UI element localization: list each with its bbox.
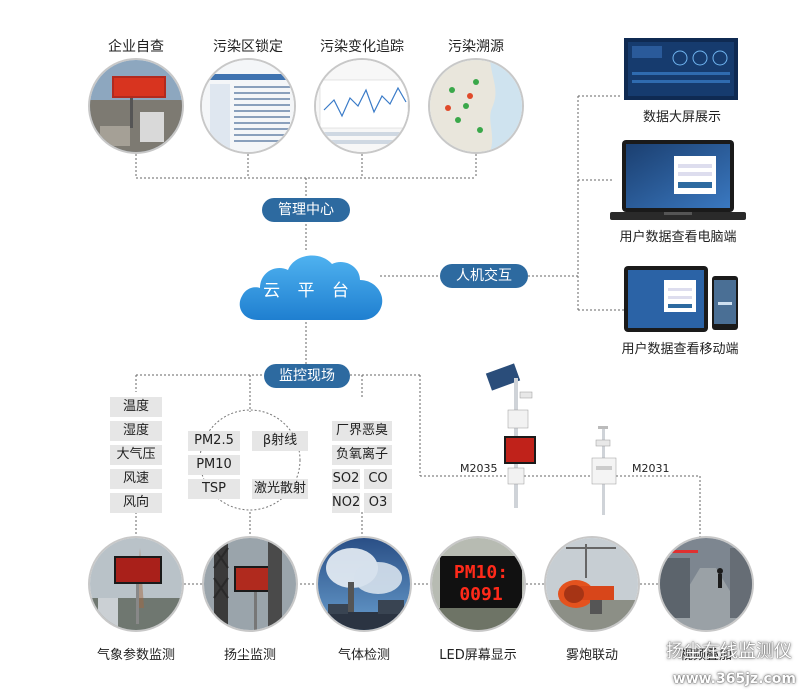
big-screen-icon bbox=[624, 38, 738, 100]
led-display-photo: PM10: 0091 bbox=[430, 536, 526, 632]
cloud-platform-label: 云 平 台 bbox=[263, 281, 355, 301]
param-negative-ion: 负氧离子 bbox=[332, 445, 392, 465]
mobile-label: 用户数据查看移动端 bbox=[621, 342, 739, 357]
led-line-1: PM10: bbox=[454, 562, 508, 583]
param-pm10: PM10 bbox=[188, 455, 240, 475]
model-m2035-label: M2035 bbox=[460, 462, 498, 475]
top-label-zone-lock: 污染区锁定 bbox=[213, 39, 283, 55]
param-no2: NO2 bbox=[332, 493, 360, 513]
bottom-label-fog-cannon: 雾炮联动 bbox=[565, 648, 618, 663]
fog-cannon-photo bbox=[544, 536, 640, 632]
model-m2031-label: M2031 bbox=[632, 462, 670, 475]
param-wind-speed: 风速 bbox=[110, 469, 162, 489]
param-co: CO bbox=[364, 469, 392, 489]
laptop-label: 用户数据查看电脑端 bbox=[619, 230, 737, 245]
bottom-label-weather: 气象参数监测 bbox=[96, 648, 175, 663]
monitoring-site-badge: 监控现场 bbox=[264, 364, 350, 388]
top-label-self-check: 企业自查 bbox=[108, 39, 164, 55]
watermark-text: 扬尘在线监测仪 bbox=[666, 641, 792, 662]
top-label-change-tracking: 污染变化追踪 bbox=[320, 39, 404, 55]
param-odor: 厂界恶臭 bbox=[332, 421, 392, 441]
human-interaction-badge: 人机交互 bbox=[440, 264, 528, 288]
param-pm25: PM2.5 bbox=[188, 431, 240, 451]
management-center-badge: 管理中心 bbox=[262, 198, 350, 222]
led-line-2: 0091 bbox=[459, 584, 502, 605]
bottom-label-dust: 扬尘监测 bbox=[223, 648, 276, 663]
param-humidity: 湿度 bbox=[110, 421, 162, 441]
tablet-phone-icon bbox=[624, 266, 738, 332]
weather-monitor-photo bbox=[88, 536, 184, 632]
top-label-tracing: 污染溯源 bbox=[448, 39, 504, 55]
param-temperature: 温度 bbox=[110, 397, 162, 417]
self-check-photo bbox=[88, 58, 184, 154]
param-laser-scatter: 激光散射 bbox=[252, 479, 308, 499]
gas-detection-photo bbox=[316, 536, 412, 632]
station-m2035-icon bbox=[485, 363, 536, 508]
big-screen-label: 数据大屏展示 bbox=[642, 110, 721, 125]
bottom-label-video: 视频叠加 bbox=[679, 648, 732, 663]
bottom-label-led: LED屏幕显示 bbox=[439, 648, 517, 663]
station-m2031-icon bbox=[591, 426, 617, 515]
param-beta-ray: β射线 bbox=[252, 431, 308, 451]
video-overlay-photo bbox=[658, 536, 754, 632]
param-so2: SO2 bbox=[332, 469, 360, 489]
bottom-label-gas: 气体检测 bbox=[337, 648, 390, 663]
param-tsp: TSP bbox=[188, 479, 240, 499]
param-o3: O3 bbox=[364, 493, 392, 513]
param-pressure: 大气压 bbox=[110, 445, 162, 465]
watermark-url: www.365jz.com bbox=[672, 671, 796, 687]
tracing-photo bbox=[428, 58, 524, 154]
cloud-shape bbox=[239, 255, 383, 320]
param-wind-direction: 风向 bbox=[110, 493, 162, 513]
zone-lock-photo bbox=[200, 58, 296, 154]
change-tracking-photo bbox=[314, 58, 410, 154]
laptop-icon bbox=[610, 140, 746, 220]
dust-monitor-photo bbox=[202, 536, 298, 632]
